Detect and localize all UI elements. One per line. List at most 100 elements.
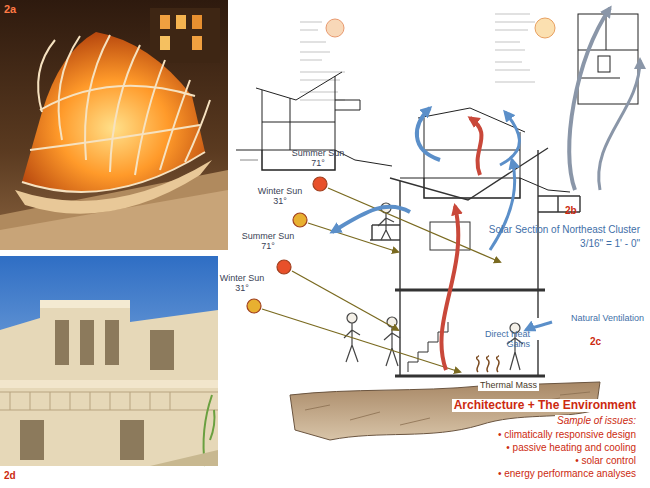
climate-section-2c xyxy=(430,222,470,250)
climate-section-2c xyxy=(390,148,548,200)
drawing-caption: Solar Section of Northeast Cluster xyxy=(489,224,640,235)
issue-item: • solar control xyxy=(573,455,638,466)
climate-section-2c xyxy=(247,177,327,313)
solar-section-2b xyxy=(495,50,525,51)
solar-section-2b xyxy=(495,42,520,43)
sun-angle: 71° xyxy=(223,242,313,252)
climate-section-2c xyxy=(487,356,490,372)
building-photo xyxy=(0,300,218,466)
solar-section-2b xyxy=(424,178,520,198)
building-photo xyxy=(0,256,218,466)
climate-section-2c xyxy=(344,323,360,362)
model-photo xyxy=(176,15,186,29)
model-photo xyxy=(192,15,202,29)
panel-number: 2c xyxy=(590,336,601,347)
building-section xyxy=(300,22,322,23)
building-photo xyxy=(0,392,218,410)
climate-section-2c xyxy=(347,313,357,323)
building-section xyxy=(236,19,392,170)
mass-label: Thermal Mass xyxy=(478,381,539,391)
climate-section-2c xyxy=(537,150,538,290)
building-section xyxy=(300,80,340,81)
climate-section-2c xyxy=(538,195,580,196)
sun-angle: 31° xyxy=(235,197,325,207)
model-photo xyxy=(22,152,205,192)
building-photo xyxy=(80,320,94,365)
solar-section-2b xyxy=(400,8,640,198)
climate-section-2c xyxy=(537,290,538,318)
climate-section-2c xyxy=(371,225,372,240)
climate-section-2c xyxy=(537,340,538,376)
building-photo xyxy=(50,392,51,410)
scale-note: 3/16" = 1' - 0" xyxy=(580,238,640,249)
building-photo xyxy=(0,410,218,411)
subheading: Sample of issues: xyxy=(555,415,638,426)
model-photo xyxy=(22,32,205,192)
model-photo xyxy=(0,0,228,250)
building-photo xyxy=(110,392,111,410)
climate-section-2c xyxy=(292,271,398,330)
model-photo xyxy=(0,0,228,250)
climate-section-2c xyxy=(399,290,400,376)
building-photo xyxy=(150,450,218,466)
model-photo xyxy=(38,40,55,112)
climate-section-2c xyxy=(313,177,327,191)
building-section xyxy=(335,76,336,150)
building-photo xyxy=(10,392,11,410)
model-photo xyxy=(160,36,170,50)
climate-section-2c xyxy=(497,356,500,372)
building-photo xyxy=(20,320,174,460)
model-photo xyxy=(40,86,195,110)
solar-section-2b xyxy=(500,112,519,165)
solar-section-2b xyxy=(470,118,482,175)
model-photo xyxy=(22,35,210,192)
model-photo xyxy=(59,36,80,140)
building-section xyxy=(290,98,291,150)
climate-section-2c xyxy=(387,317,397,327)
climate-section-2c xyxy=(395,289,545,292)
climate-section-2c xyxy=(370,239,400,240)
climate-section-2c xyxy=(395,375,545,378)
solar-section-2b xyxy=(569,8,610,190)
building-section xyxy=(300,52,330,53)
building-photo xyxy=(20,420,44,460)
heat-label: Direct Heat Gains xyxy=(462,330,530,350)
building-photo xyxy=(0,392,218,393)
building-photo xyxy=(150,392,151,410)
building-photo xyxy=(170,392,171,410)
panel-number: 2a xyxy=(4,3,16,15)
solar-section-2b xyxy=(578,78,620,79)
building-section xyxy=(326,19,344,37)
climate-section-2c xyxy=(328,188,500,262)
sun-label: Winter Sun xyxy=(197,274,287,284)
climate-section-2c xyxy=(490,160,515,250)
model-photo xyxy=(185,100,210,162)
solar-section-2b xyxy=(495,70,530,71)
building-section xyxy=(300,22,345,100)
climate-section-2c xyxy=(247,299,261,313)
model-photo xyxy=(160,15,170,29)
solar-section-2b xyxy=(495,62,522,63)
model-photo xyxy=(110,45,140,172)
building-photo xyxy=(150,330,174,370)
issue-item: • passive heating and cooling xyxy=(504,442,638,453)
climate-section-2c xyxy=(579,196,580,212)
building-section xyxy=(300,42,326,43)
climate-section-2c xyxy=(378,213,394,240)
sun-label: Summer Sun xyxy=(223,232,313,242)
building-photo xyxy=(55,320,69,365)
climate-section-2c xyxy=(277,260,291,274)
building-section xyxy=(300,72,345,73)
model-photo xyxy=(192,36,202,50)
climate-section-2c xyxy=(399,181,400,290)
building-photo xyxy=(70,392,71,410)
building-section xyxy=(240,160,258,161)
building-photo xyxy=(130,392,131,410)
board-title: Architecture + The Environment xyxy=(452,399,638,412)
solar-section-2b xyxy=(424,150,520,151)
climate-section-2c xyxy=(526,322,552,330)
building-photo xyxy=(90,392,91,410)
climate-section-2c xyxy=(384,327,400,366)
solar-section-2b xyxy=(417,108,440,160)
